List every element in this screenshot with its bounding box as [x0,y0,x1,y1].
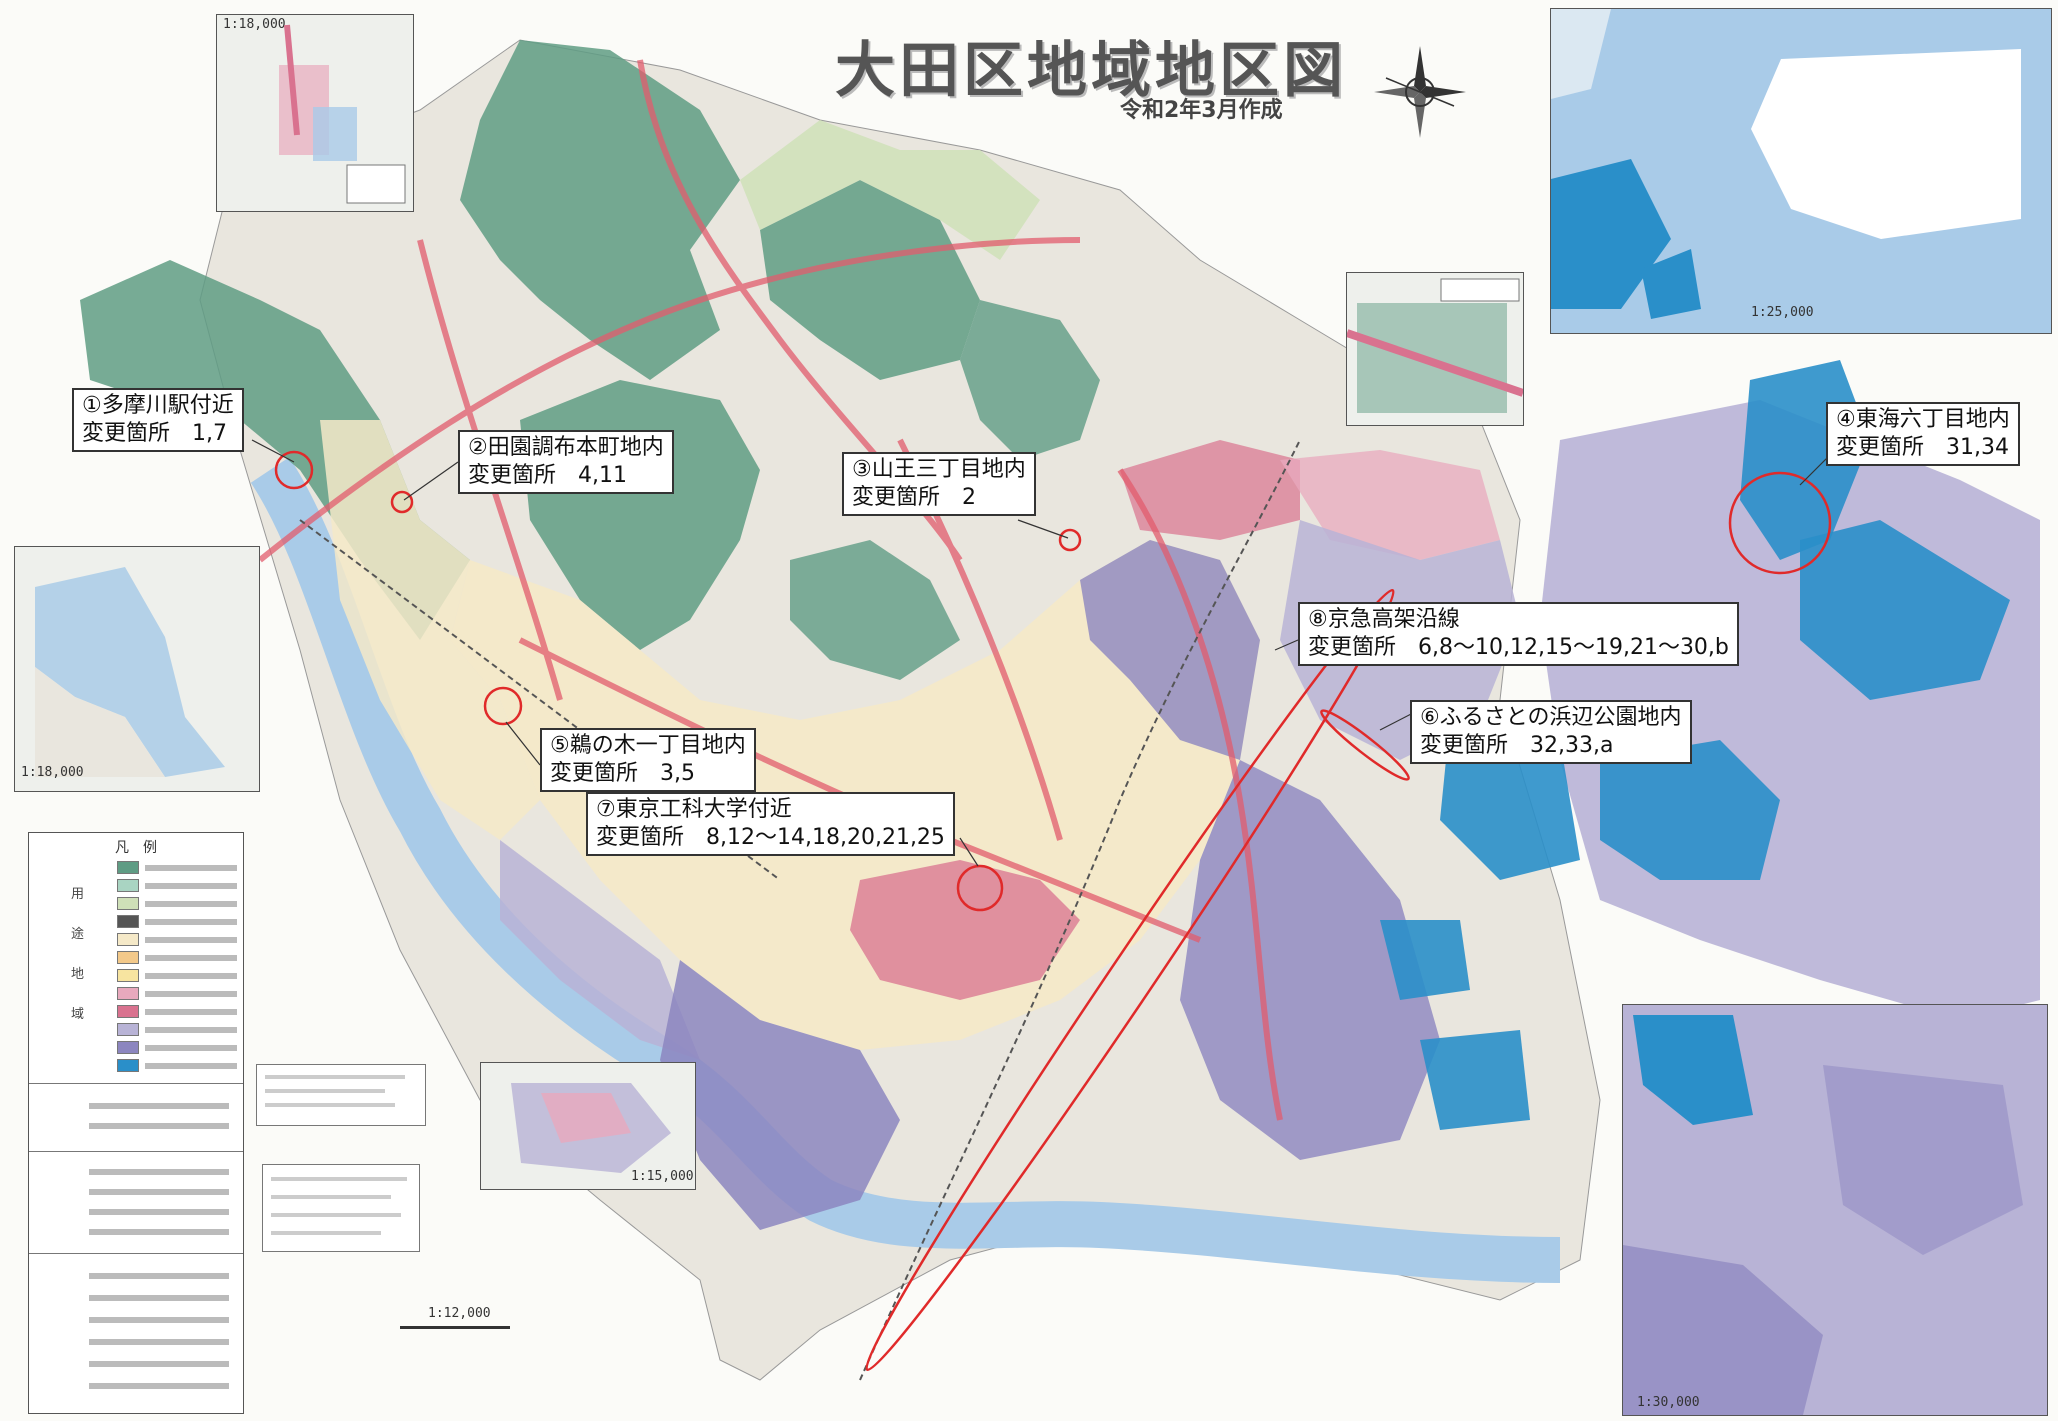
callout-3-sanno-3chome: ③山王三丁目地内 変更箇所 2 [842,452,1036,516]
legend-swatch-yellow [117,969,139,982]
inset-airport: 1:25,000 [1550,8,2052,334]
marker-5 [483,686,523,726]
inset-scale-center: 1:15,000 [631,1169,694,1184]
legend-panel: 凡 例 用 途 地 域 [28,832,244,1414]
callout-6-changes: 変更箇所 32,33,a [1420,733,1614,758]
callout-5-title: ⑤鵜の木一丁目地内 [550,733,746,758]
legend-category-3: 地 [71,967,85,982]
callout-4-title: ④東海六丁目地内 [1836,407,2010,432]
main-scale: 1:12,000 [428,1306,491,1321]
marker-1 [274,450,314,490]
callout-3-title: ③山王三丁目地内 [852,457,1026,482]
map-subtitle: 令和2年3月作成 [1120,98,1283,123]
map-title: 大田区地域地区図 [835,36,1347,106]
inset-left: 1:18,000 [14,546,260,792]
inset-bottom-right-map [1623,1015,2023,1415]
zone-exclusive-industrial-2 [1800,520,2010,700]
legend-swatch-light-residential [117,897,139,910]
legend-swatch-dark [117,915,139,928]
inset-scale-left: 1:18,000 [21,765,84,780]
legend-category-4: 域 [71,1007,85,1022]
legend-swatch-blue [117,1059,139,1072]
inset-center-top-map [1347,278,1523,413]
rail-lines [299,439,1301,1381]
compass-rose [1374,46,1466,138]
zone-residential-n1 [460,40,740,380]
legend-swatch-orange [117,951,139,964]
change-markers [274,450,1832,1372]
inset-airport-map [1551,9,2021,319]
legend-divider-1 [29,1083,243,1084]
callout-2-denenchofu-honcho: ②田園調布本町地内 変更箇所 4,11 [458,430,674,494]
zone-exclusive-industrial-4 [1600,740,1780,880]
legend-swatch-pink [117,987,139,1000]
zone-exclusive-industrial-5 [1380,920,1470,1000]
zone-commercial-omori [1120,440,1300,540]
inset-top-left-map [279,24,406,204]
marker-6 [1320,709,1410,781]
zone-residential-n5 [790,540,960,680]
inset-center-top [1346,272,1524,426]
inset-top-left: 1:18,000 [216,14,414,212]
zone-mixed-west [320,420,540,840]
inset-left-map [35,567,225,777]
legend-swatch-green [117,861,139,874]
callout-4-tokai-6chome: ④東海六丁目地内 変更箇所 31,34 [1826,402,2020,466]
inset-scale-airport: 1:25,000 [1751,305,1814,320]
inset-center-map [511,1083,671,1173]
notes-box-2 [262,1164,420,1252]
inset-center: 1:15,000 [480,1062,696,1190]
inset-bottom-right: 1:30,000 [1622,1004,2048,1416]
zone-industrial-purple-2 [1080,540,1260,760]
zone-light-residential [740,120,1040,260]
callout-7-changes: 変更箇所 8,12～14,18,20,21,25 [596,825,945,850]
zone-semi-industrial-sw [500,840,700,1060]
legend-swatch-light-green [117,879,139,892]
callout-5-changes: 変更箇所 3,5 [550,761,695,786]
legend-divider-2 [29,1151,243,1152]
callout-8-changes: 変更箇所 6,8～10,12,15～19,21～30,b [1308,635,1729,660]
callout-7-tokyo-tech-univ: ⑦東京工科大学付近 変更箇所 8,12～14,18,20,21,25 [586,792,955,856]
legend-swatch-lavender [117,1023,139,1036]
zone-exclusive-industrial-6 [1420,1030,1530,1130]
callout-2-changes: 変更箇所 4,11 [468,463,627,488]
legend-divider-3 [29,1253,243,1254]
callout-4-changes: 変更箇所 31,34 [1836,435,2009,460]
legend-swatch-purple [117,1041,139,1054]
callout-1-changes: 変更箇所 1,7 [82,421,227,446]
callout-6-title: ⑥ふるさとの浜辺公園地内 [1420,705,1682,730]
callout-1-title: ①多摩川駅付近 [82,393,234,418]
callout-2-title: ②田園調布本町地内 [468,435,664,460]
notes-box [256,1064,426,1126]
callout-8-title: ⑧京急高架沿線 [1308,607,1460,632]
zone-residential-n4 [960,300,1100,460]
legend-category-2: 途 [71,927,85,942]
marker-8 [865,588,1395,1372]
legend-swatch-cream [117,933,139,946]
callout-6-furusato-hamabe-park: ⑥ふるさとの浜辺公園地内 変更箇所 32,33,a [1410,700,1692,764]
callout-1-tamagawa-station: ①多摩川駅付近 変更箇所 1,7 [72,388,244,452]
marker-4 [1728,471,1832,575]
callout-5-unoki-1chome: ⑤鵜の木一丁目地内 変更箇所 3,5 [540,728,756,792]
callout-3-changes: 変更箇所 2 [852,485,976,510]
zone-commercial-kamata [850,860,1080,1000]
legend-category-1: 用 [71,887,85,902]
callout-7-title: ⑦東京工科大学付近 [596,797,792,822]
marker-2 [390,490,414,514]
callout-8-keikyu-elevated: ⑧京急高架沿線 変更箇所 6,8～10,12,15～19,21～30,b [1298,602,1739,666]
zone-industrial-purple-3 [1180,760,1440,1160]
inset-scale-bottom-right: 1:30,000 [1637,1395,1700,1410]
zone-industrial-purple-1 [660,960,900,1230]
legend-swatch-deep-pink [117,1005,139,1018]
zone-residential-n3 [760,180,980,380]
marker-3 [1058,528,1082,552]
marker-7 [956,864,1004,912]
main-scale-bar [400,1326,510,1329]
inset-scale-top-left: 1:18,000 [223,17,286,32]
legend-header: 凡 例 [115,840,157,856]
